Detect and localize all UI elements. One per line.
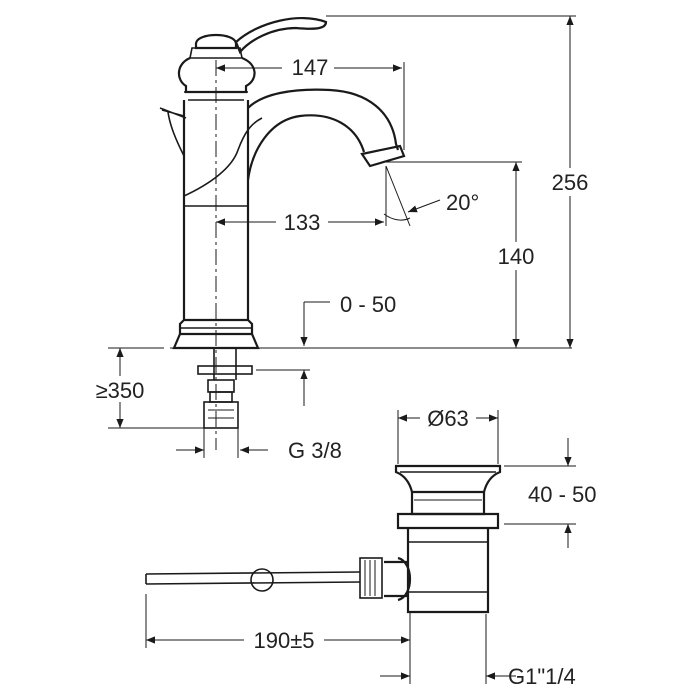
- dim-inlet-thread: G 3/8: [288, 438, 342, 463]
- dim-spout-height: 140: [498, 244, 535, 269]
- dim-waste-thread: G1"1/4: [508, 664, 576, 689]
- waste-dimensions: Ø63 40 - 50 190±5 G1"1/4: [145, 404, 597, 689]
- lever-handle: [234, 16, 328, 55]
- cartridge-body: [177, 56, 256, 94]
- rod-nut: [359, 557, 383, 599]
- mounting-shank: [213, 348, 237, 380]
- dim-rod-length: 190±5: [253, 628, 314, 653]
- dim-spout-angle: 20°: [446, 190, 479, 215]
- dim-spout-reach: 147: [292, 55, 329, 80]
- waste-body: [410, 492, 486, 516]
- rod-connector: [384, 556, 411, 602]
- dim-deck-thickness: 0 - 50: [340, 292, 396, 317]
- spout: [247, 88, 400, 151]
- faucet-dimensions: 147 256 140 20° 133 0 - 50 ≥350: [88, 15, 596, 463]
- aerator: [360, 144, 406, 168]
- lift-rod-knob: [159, 107, 187, 157]
- dim-waste-depth: 40 - 50: [528, 482, 597, 507]
- waste-flange: [394, 464, 502, 494]
- dim-hose-length: ≥350: [96, 378, 145, 403]
- dim-overall-height: 256: [552, 170, 589, 195]
- rod-ball: [250, 568, 274, 592]
- dim-waste-diameter: Ø63: [427, 406, 469, 431]
- faucet-body: [182, 100, 250, 320]
- dim-body-to-outlet: 133: [284, 210, 321, 235]
- cartridge-cap: [194, 33, 238, 50]
- popup-waste-drawing: [145, 464, 502, 614]
- inlet-hose-end: [203, 401, 239, 429]
- faucet-drawing: [159, 16, 572, 450]
